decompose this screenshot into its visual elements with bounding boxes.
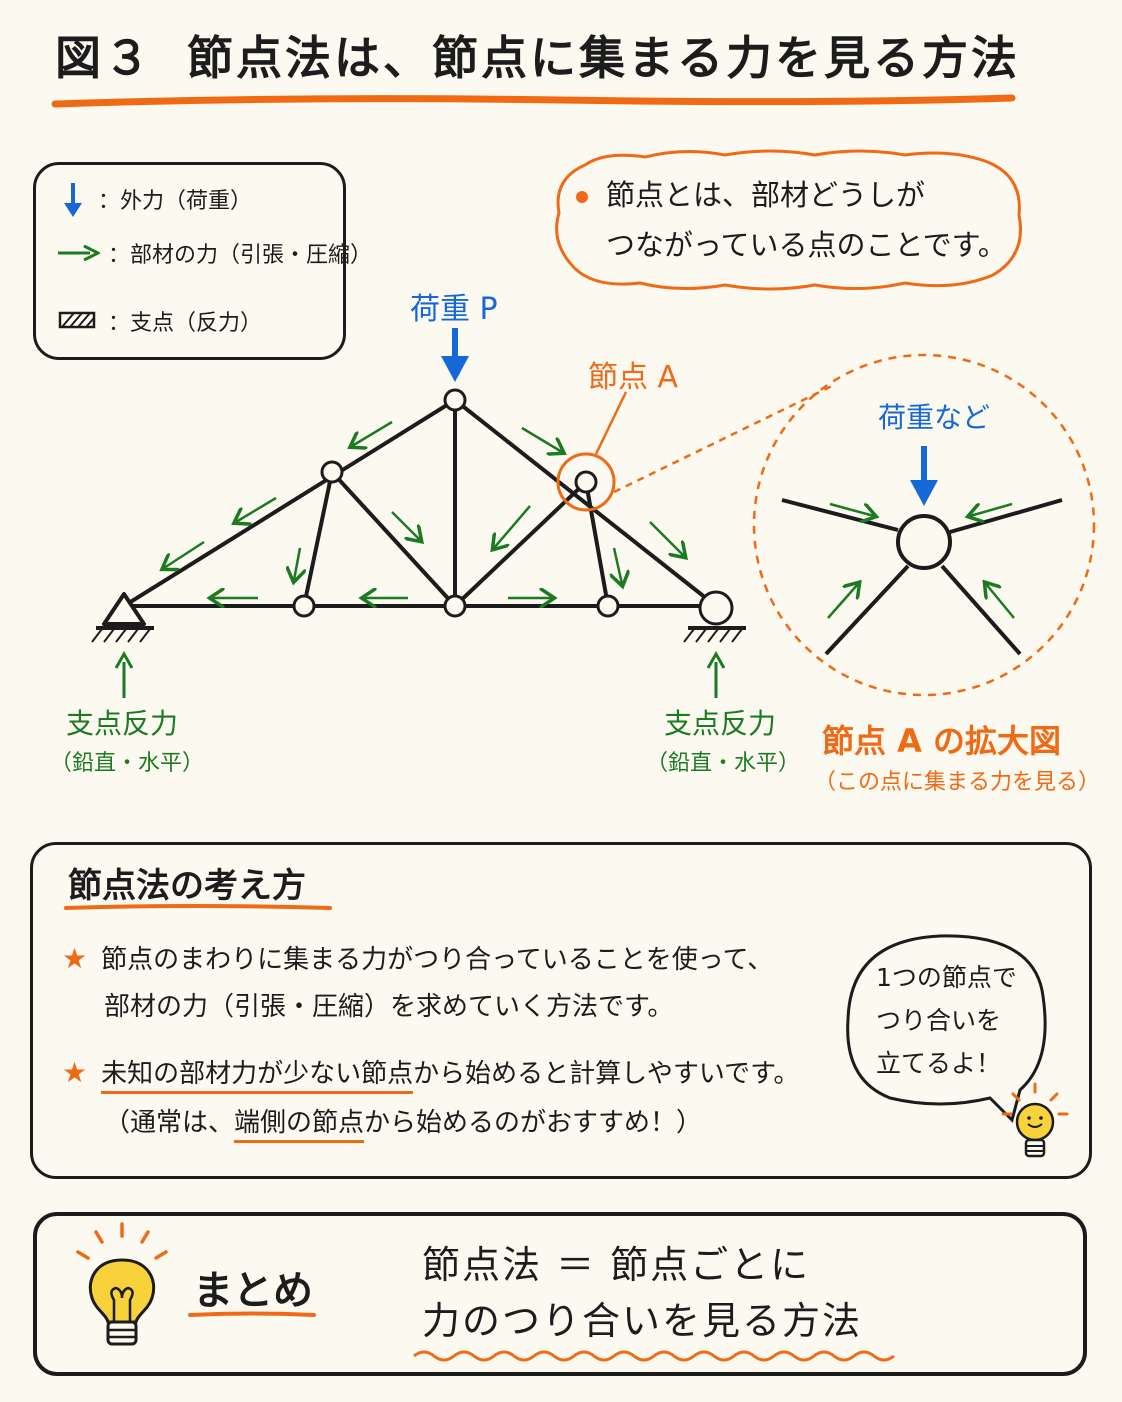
underlined-end-node: 端側の節点 bbox=[234, 1108, 365, 1143]
node-a-leader bbox=[594, 391, 628, 455]
member-force-arrows bbox=[164, 420, 684, 598]
hatched-support-icon bbox=[58, 311, 96, 329]
zoom-force-arrows bbox=[827, 502, 1015, 619]
method-point-2-rest: から始めると計算しやすいです。 bbox=[413, 1059, 800, 1089]
legend-member-force-text: ：部材の力（引張・圧縮） bbox=[108, 243, 373, 268]
large-lightbulb-icon bbox=[76, 1222, 168, 1346]
figure-number: 図３ bbox=[55, 31, 153, 85]
legend-external-force: ：外力（荷重） bbox=[56, 179, 252, 219]
definition-bullet-icon bbox=[576, 191, 588, 203]
left-support-label: 支点反力 bbox=[66, 707, 179, 740]
right-reaction-arrow bbox=[706, 650, 726, 698]
summary-line2: 力のつり合いを見る方法 bbox=[422, 1299, 863, 1343]
underlined-unknown-few: 未知の部材力が少ない節点 bbox=[101, 1059, 414, 1094]
summary-wavy-underline bbox=[413, 1350, 895, 1362]
summary-line1: 節点法 ＝ 節点ごとに bbox=[422, 1243, 811, 1287]
star-icon: ★ bbox=[62, 1056, 88, 1089]
left-support-sub: （鉛直・水平） bbox=[50, 751, 205, 776]
node-a-highlight bbox=[556, 452, 616, 512]
left-pin-support bbox=[91, 592, 154, 643]
zoom-load-label: 荷重など bbox=[878, 401, 991, 434]
truss-diagram bbox=[91, 328, 1096, 698]
zoom-subtitle: （この点に集まる力を見る） bbox=[814, 770, 1101, 795]
legend-box: ：外力（荷重） ：部材の力（引張・圧縮） ：支点（反力） bbox=[33, 162, 372, 360]
left-reaction-arrow bbox=[114, 650, 134, 698]
zoom-title: 節点 A の拡大図 bbox=[822, 722, 1062, 760]
summary-label-underline bbox=[188, 1311, 316, 1317]
summary-label: まとめ bbox=[193, 1268, 313, 1314]
title-underline bbox=[51, 94, 1016, 108]
load-p-label: 荷重 P bbox=[410, 292, 498, 327]
summary-text: 節点法 ＝ 節点ごとに 力のつり合いを見る方法 bbox=[422, 1237, 862, 1349]
star-icon: ★ bbox=[62, 942, 88, 975]
legend-external-force-text: ：外力（荷重） bbox=[98, 189, 253, 214]
definition-line2: つながっている点のことです。 bbox=[606, 228, 1007, 262]
method-point-2: ★ 未知の部材力が少ない節点から始めると計算しやすいです。 bbox=[62, 1050, 800, 1097]
zoom-load-arrow bbox=[910, 446, 938, 506]
right-support-label: 支点反力 bbox=[664, 707, 777, 740]
method-title-underline bbox=[64, 904, 332, 910]
definition-cloud bbox=[555, 149, 1022, 291]
summary-box bbox=[33, 1212, 1087, 1376]
method-point-1-line2: 部材の力（引張・圧縮）を求めていく方法です。 bbox=[104, 992, 674, 1022]
truss-joints bbox=[292, 388, 734, 626]
zoomed-node bbox=[781, 498, 1063, 656]
method-title: 節点法の考え方 bbox=[68, 866, 306, 906]
zoom-connector bbox=[613, 382, 837, 494]
load-arrow-p bbox=[441, 328, 469, 382]
speech-bubble bbox=[846, 934, 1047, 1123]
method-point-2-line2: （通常は、端側の節点から始めるのがおすすめ！） bbox=[104, 1100, 702, 1146]
node-a-label: 節点 A bbox=[588, 360, 679, 395]
legend-support: ：支点（反力） bbox=[56, 305, 262, 337]
legend-member-force: ：部材の力（引張・圧縮） bbox=[56, 237, 372, 269]
truss-members bbox=[122, 398, 718, 608]
bubble-line2: つり合いを bbox=[876, 1006, 1002, 1035]
bubble-line1: 1つの節点で bbox=[876, 963, 1017, 992]
right-support-sub: （鉛直・水平） bbox=[646, 751, 801, 776]
page-title: 図３ 節点法は、節点に集まる力を見る方法 bbox=[55, 22, 1020, 88]
legend-support-text: ：支点（反力） bbox=[108, 311, 263, 336]
method-point-1: ★ 節点のまわりに集まる力がつり合っていることを使って、 bbox=[62, 936, 773, 983]
method-point-1-line1: 節点のまわりに集まる力がつり合っていることを使って、 bbox=[101, 945, 774, 975]
title-text: 節点法は、節点に集まる力を見る方法 bbox=[187, 31, 1020, 85]
right-roller-support bbox=[683, 626, 746, 643]
method-panel bbox=[30, 842, 1092, 1179]
bubble-line3: 立てるよ！ bbox=[876, 1049, 1002, 1078]
blue-arrow-icon bbox=[64, 183, 82, 217]
zoom-circle bbox=[752, 353, 1096, 697]
definition-line1: 節点とは、部材どうしが bbox=[606, 178, 926, 212]
small-lightbulb-icon bbox=[1001, 1082, 1069, 1158]
green-arrow-icon bbox=[58, 244, 100, 262]
